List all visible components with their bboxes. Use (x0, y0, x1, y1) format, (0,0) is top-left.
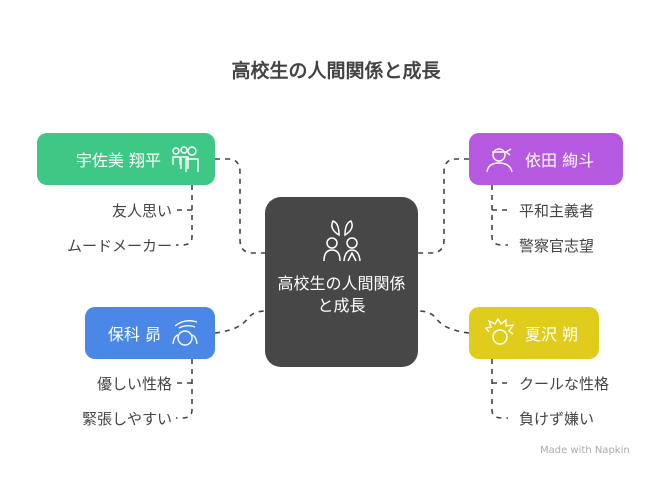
node-hoshina-subaru[interactable]: 保科 昴 (85, 307, 215, 359)
center-label: 高校生の人間関係と成長 (277, 274, 406, 315)
center-node: 高校生の人間関係と成長 (265, 197, 418, 367)
shy-person-icon (172, 319, 198, 346)
trait-item: 友人思い (111, 202, 172, 220)
node-label: 宇佐美 翔平 (75, 151, 161, 170)
trait-item: 優しい性格 (96, 375, 172, 393)
node-label: 依田 絢斗 (525, 151, 595, 170)
couple-icon (323, 220, 361, 262)
node-label: 夏沢 朔 (525, 325, 579, 344)
node-label: 保科 昴 (107, 325, 161, 344)
spiky-hair-person-icon (485, 318, 515, 345)
headband-person-icon (486, 148, 513, 173)
trait-item: 平和主義者 (519, 202, 595, 220)
page-title: 高校生の人間関係と成長 (231, 60, 441, 82)
watermark[interactable]: Made with Napkin (540, 445, 630, 456)
node-yoda-ayato[interactable]: 依田 絢斗 (469, 133, 623, 185)
trait-item: 警察官志望 (519, 237, 595, 255)
group-icon (172, 146, 199, 172)
trait-item: 緊張しやすい (82, 410, 172, 428)
node-usami-shohei[interactable]: 宇佐美 翔平 (37, 133, 215, 185)
trait-item: 負けず嫌い (519, 410, 595, 428)
trait-item: クールな性格 (519, 375, 610, 393)
trait-item: ムードメーカー (66, 237, 172, 255)
node-natsusawa-saku[interactable]: 夏沢 朔 (469, 307, 599, 359)
